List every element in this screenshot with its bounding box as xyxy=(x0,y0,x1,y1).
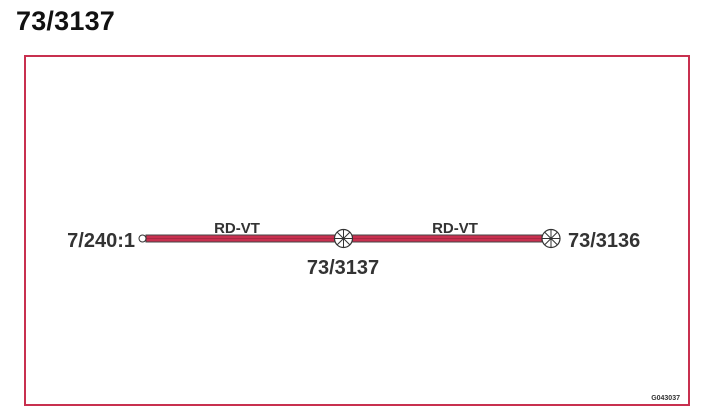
diagram-frame xyxy=(24,55,690,406)
edge-label-2: RD-VT xyxy=(432,220,478,237)
small-circle-icon[interactable] xyxy=(138,234,147,243)
node-label-7-240-1: 7/240:1 xyxy=(67,230,135,252)
wheel-valve-icon[interactable] xyxy=(333,228,354,249)
page-title: 73/3137 xyxy=(16,6,115,36)
drawing-code: G043037 xyxy=(651,395,680,402)
node-label-73-3137: 73/3137 xyxy=(307,257,379,279)
node-label-73-3136: 73/3136 xyxy=(568,230,640,252)
edge-label-1: RD-VT xyxy=(214,220,260,237)
wheel-valve-icon[interactable] xyxy=(541,228,561,249)
